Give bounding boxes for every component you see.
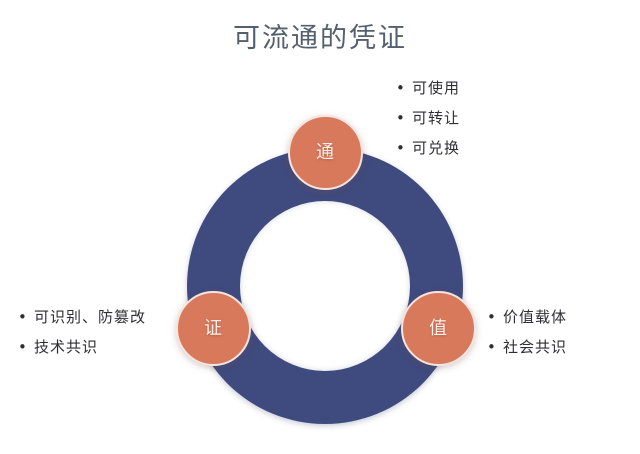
bullet-text: 技术共识 [34, 338, 99, 356]
node-label-tong: 通 [316, 141, 335, 163]
bullet-text: 可识别、防篡改 [34, 308, 147, 326]
node-circle-tong[interactable]: 通 [288, 115, 363, 190]
list-item: • 社会共识 [487, 332, 567, 362]
donut-ring-hole [240, 201, 410, 371]
bullet-dot-icon: • [18, 338, 27, 356]
list-item: • 可兑换 [396, 133, 460, 163]
bullet-list-top-right: • 可使用 • 可转让 • 可兑换 [396, 73, 460, 163]
list-item: • 可使用 [396, 73, 460, 103]
bullet-dot-icon: • [487, 338, 496, 356]
bullet-text: 价值载体 [503, 308, 568, 326]
list-item: • 可识别、防篡改 [18, 302, 146, 332]
list-item: • 技术共识 [18, 332, 146, 362]
bullet-list-left: • 可识别、防篡改 • 技术共识 [18, 302, 146, 362]
list-item: • 价值载体 [487, 302, 567, 332]
bullet-text: 可使用 [412, 79, 461, 97]
bullet-text: 可兑换 [412, 139, 461, 157]
bullet-text: 社会共识 [503, 338, 568, 356]
bullet-text: 可转让 [412, 109, 461, 127]
bullet-dot-icon: • [487, 308, 496, 326]
node-circle-zhi[interactable]: 值 [401, 291, 476, 366]
bullet-dot-icon: • [396, 79, 405, 97]
donut-ring-diagram [187, 148, 463, 424]
node-label-zheng: 证 [204, 317, 223, 339]
bullet-dot-icon: • [396, 139, 405, 157]
page-title: 可流通的凭证 [233, 23, 407, 54]
bullet-list-right: • 价值载体 • 社会共识 [487, 302, 567, 362]
bullet-dot-icon: • [396, 109, 405, 127]
bullet-dot-icon: • [18, 308, 27, 326]
node-circle-zheng[interactable]: 证 [176, 291, 251, 366]
list-item: • 可转让 [396, 103, 460, 133]
node-label-zhi: 值 [429, 317, 448, 339]
